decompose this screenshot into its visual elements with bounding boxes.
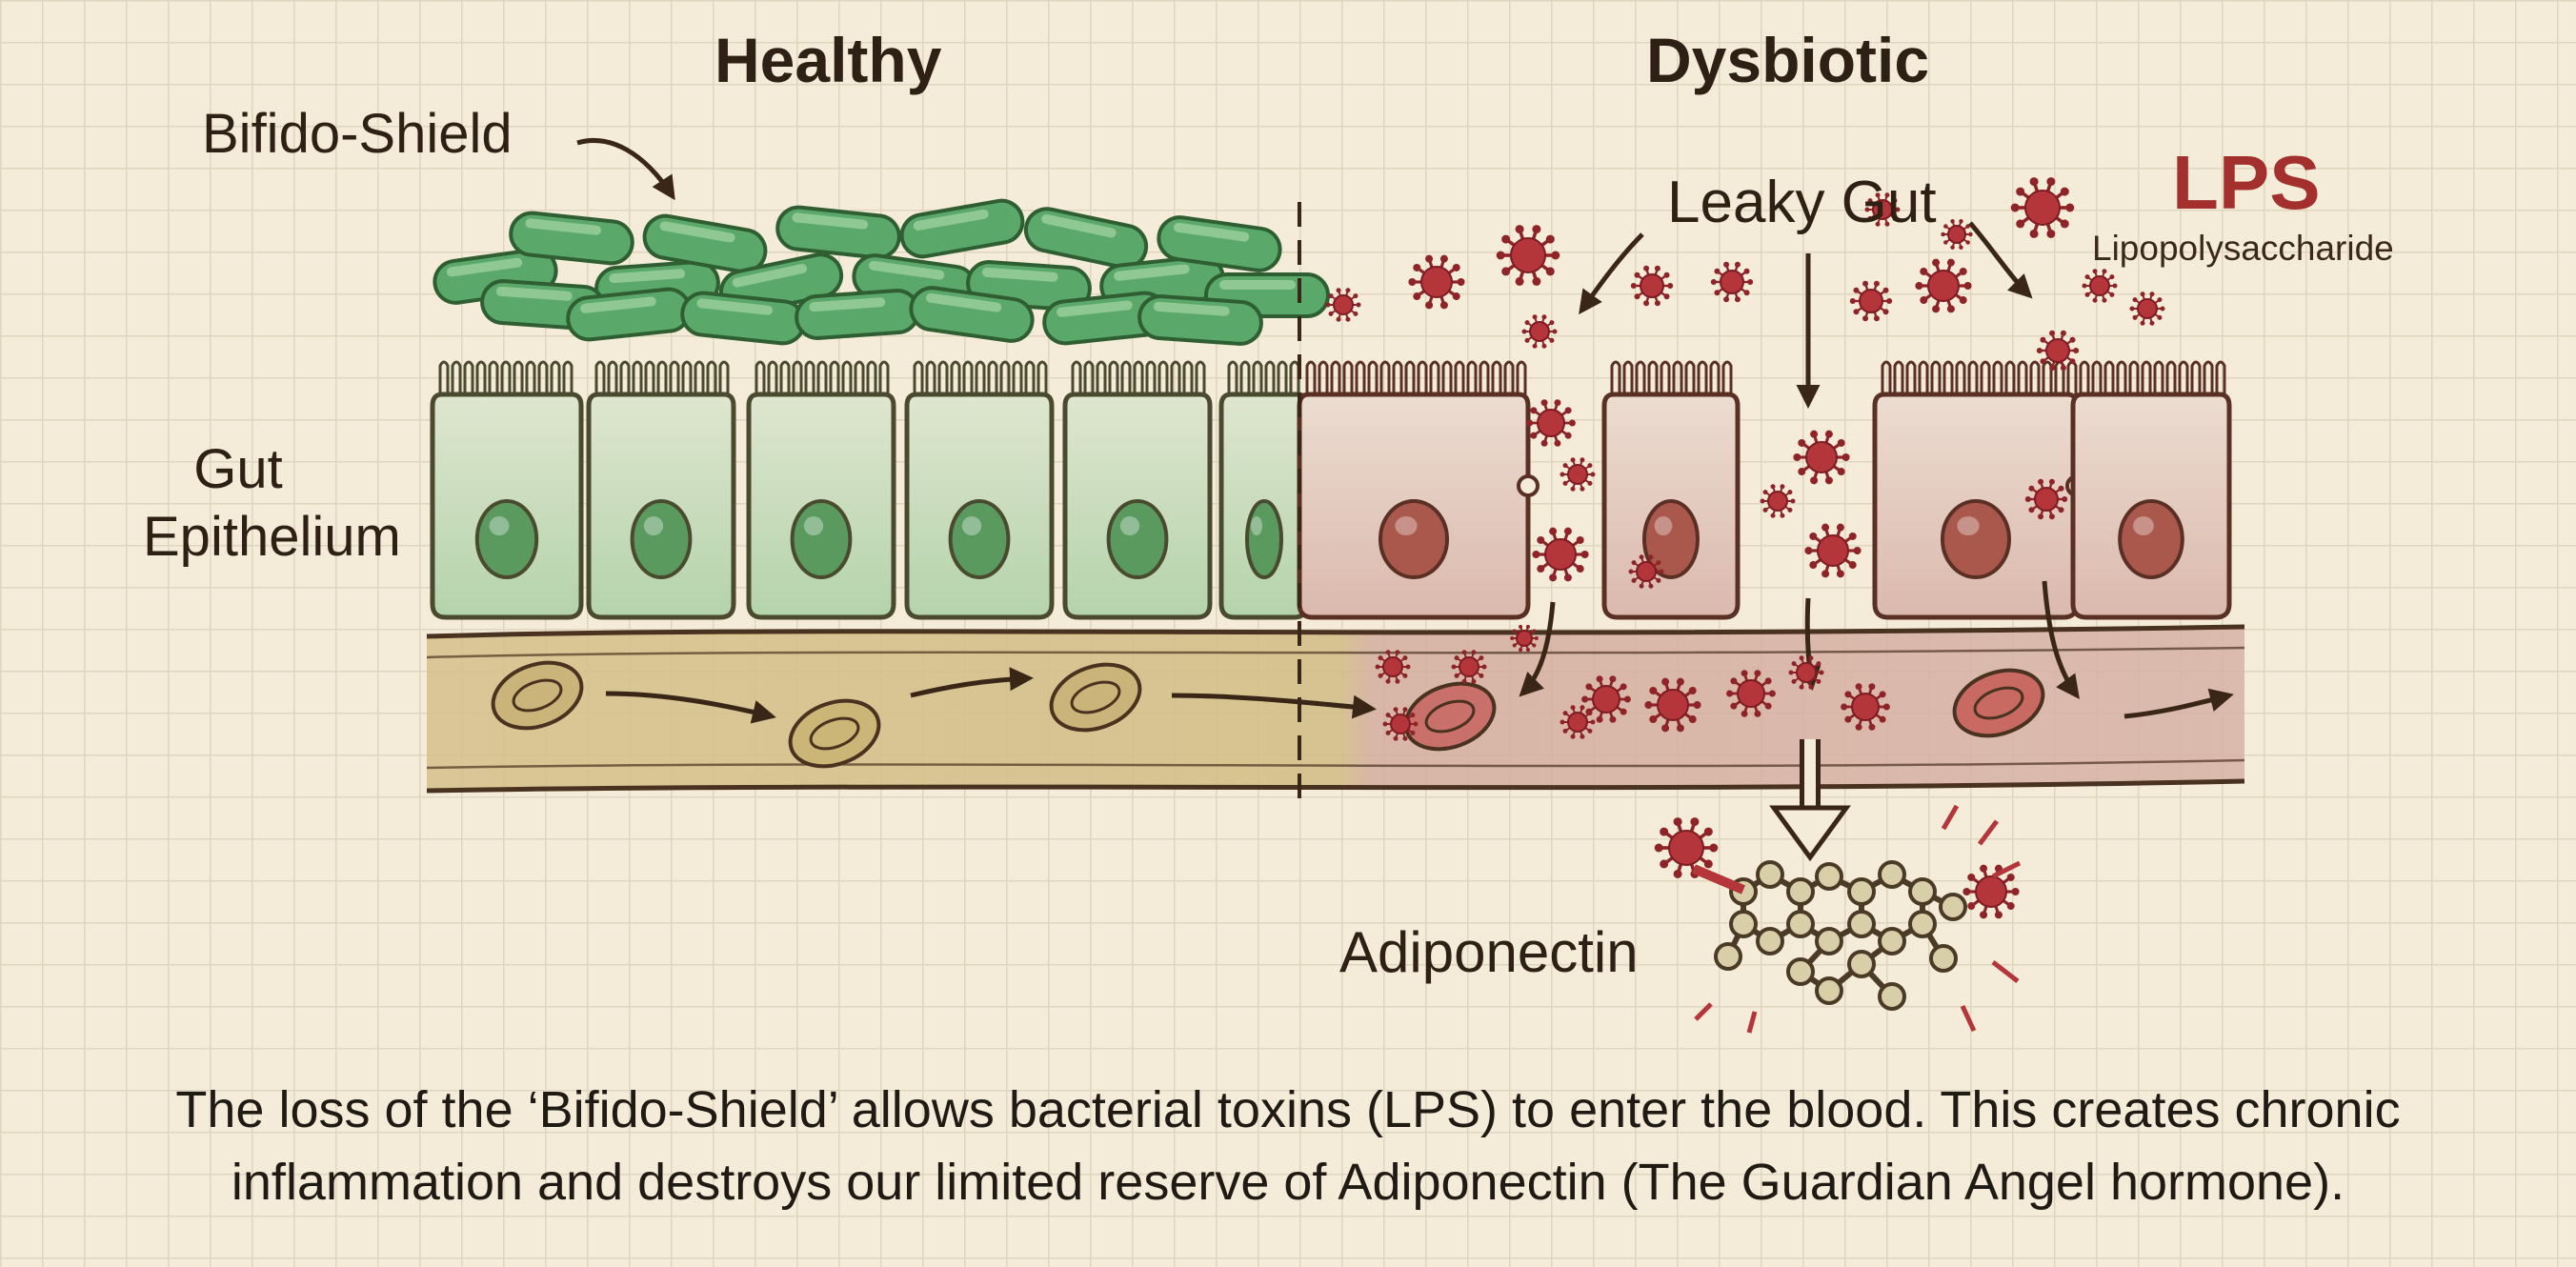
healthy-epithelial-cell-icon <box>904 360 1055 620</box>
nucleus <box>474 499 539 579</box>
damaged-epithelial-cell-icon <box>2070 360 2232 620</box>
virus-toxin-icon <box>1581 675 1631 723</box>
virus-toxin-icon <box>1654 817 1719 878</box>
virus-toxin-icon <box>1760 484 1796 518</box>
virus-toxin-icon <box>1962 864 2020 919</box>
virus-toxin-icon <box>2036 330 2080 372</box>
nucleus <box>1941 499 2011 579</box>
epithelial-cells-row <box>430 360 2232 620</box>
rod-bacterium-icon <box>680 291 806 346</box>
lps-toxins <box>1325 177 2165 919</box>
virus-toxin-icon <box>2129 292 2165 326</box>
virus-toxin-icon <box>1526 399 1576 447</box>
virus-toxin-icon <box>1864 192 1901 227</box>
virus-toxin-icon <box>1325 288 1361 322</box>
red-blood-cell-icon <box>491 660 584 731</box>
nucleus <box>630 499 693 579</box>
nucleus <box>790 499 853 579</box>
leak-arrows <box>576 137 2080 700</box>
virus-toxin-icon <box>1915 258 1972 313</box>
red-blood-cells <box>491 660 2045 769</box>
rod-bacterium-icon <box>909 286 1035 343</box>
rod-bacterium-icon <box>795 289 920 340</box>
virus-toxin-icon <box>1451 650 1487 684</box>
adiponectin-molecule-icon <box>1692 804 2022 1034</box>
blood-flow-arrows <box>605 667 2234 724</box>
healthy-epithelial-cell-icon <box>586 360 736 620</box>
rod-bacterium-icon <box>1137 294 1263 346</box>
healthy-epithelial-cell-icon <box>1062 360 1213 620</box>
nucleus <box>1379 499 1449 579</box>
nucleus <box>948 499 1011 579</box>
virus-toxin-icon <box>1793 430 1850 485</box>
nucleus <box>1642 499 1700 579</box>
lipopolysaccharide-label: Lipopolysaccharide <box>2092 229 2394 268</box>
gut-epithelium-label: Gut Epithelium <box>143 436 401 572</box>
virus-toxin-icon <box>2082 269 2118 303</box>
nucleus <box>1245 499 1283 579</box>
virus-toxin-icon <box>1710 261 1754 303</box>
virus-toxin-icon <box>1382 707 1419 741</box>
rod-bacterium-icon <box>1042 291 1168 346</box>
virus-toxin-icon <box>2010 177 2075 238</box>
red-blood-cell-icon <box>1049 662 1142 733</box>
virus-toxin-icon <box>1496 225 1560 286</box>
caption-line1: The loss of the ‘Bifido-Shield’ allows b… <box>175 1081 2401 1138</box>
rod-bacterium-icon <box>1157 215 1282 272</box>
rod-bacterium-icon <box>899 198 1025 259</box>
virus-toxin-icon <box>2024 478 2068 520</box>
lps-label: LPS <box>2172 140 2321 225</box>
virus-toxin-icon <box>1628 554 1664 589</box>
healthy-epithelial-cell-icon <box>746 360 896 620</box>
rod-bacterium-icon <box>642 213 768 274</box>
rod-bacterium-icon <box>1023 207 1149 270</box>
virus-toxin-icon <box>1841 683 1890 731</box>
adiponectin-label: Adiponectin <box>1339 920 1639 984</box>
gut-label-line1: Gut <box>193 438 283 500</box>
virus-toxin-icon <box>1849 280 1893 322</box>
virus-toxin-icon <box>1532 527 1589 582</box>
rod-bacterium-icon <box>509 211 634 266</box>
gut-label-line2: Epithelium <box>143 505 401 568</box>
damaged-epithelial-cell-icon <box>1601 360 1741 620</box>
virus-toxin-icon <box>1375 650 1411 684</box>
bifido-shield-bacteria <box>433 198 1330 346</box>
healthy-title: Healthy <box>714 25 942 95</box>
down-arrow-icon <box>1769 739 1851 862</box>
healthy-epithelial-cell-icon <box>1218 360 1310 620</box>
virus-toxin-icon <box>1560 705 1596 739</box>
virus-toxin-icon <box>1804 523 1862 578</box>
red-blood-cell-icon <box>788 698 881 769</box>
virus-toxin-icon <box>1644 677 1701 733</box>
virus-toxin-icon <box>1560 457 1596 492</box>
red-blood-cell-icon <box>1952 668 2045 738</box>
nucleus <box>1106 499 1169 579</box>
healthy-epithelial-cell-icon <box>430 360 584 620</box>
damaged-epithelial-cell-icon <box>1297 360 1540 620</box>
caption-line2: inflammation and destroys our limited re… <box>231 1153 2345 1211</box>
caption: The loss of the ‘Bifido-Shield’ allows b… <box>19 1075 2557 1218</box>
virus-toxin-icon <box>1630 265 1674 307</box>
rod-bacterium-icon <box>775 205 901 260</box>
virus-toxin-icon <box>1510 624 1539 653</box>
virus-toxin-icon <box>1408 254 1465 310</box>
leaky-gut-label: Leaky Gut <box>1667 170 1937 235</box>
virus-toxin-icon <box>1521 314 1558 349</box>
dysbiotic-title: Dysbiotic <box>1646 25 1930 95</box>
virus-toxin-icon <box>1941 219 1973 250</box>
damaged-epithelial-cell-icon <box>1872 360 2088 620</box>
virus-toxin-icon <box>1788 655 1824 690</box>
virus-toxin-icon <box>1726 670 1776 717</box>
bifido-shield-label: Bifido-Shield <box>202 103 513 165</box>
nucleus <box>2118 499 2184 579</box>
